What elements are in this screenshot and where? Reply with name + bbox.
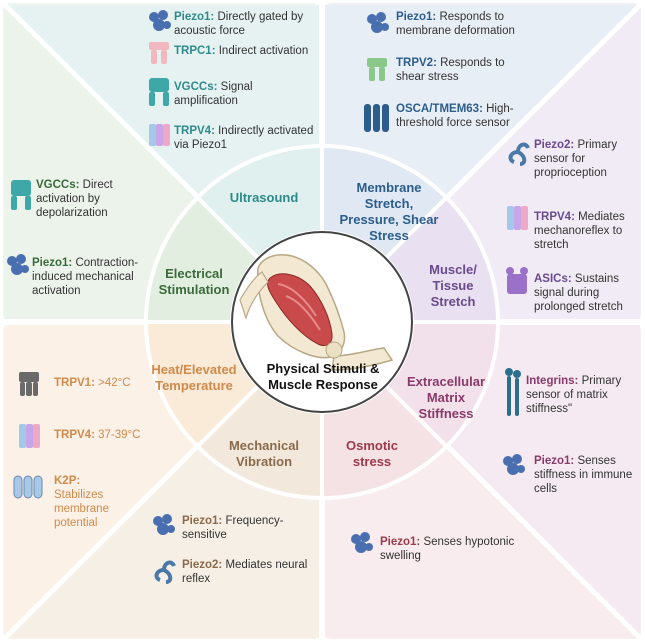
entry-membrane-osca: OSCA/TMEM63: High-threshold force sensor <box>396 103 514 129</box>
entry-electrical-piezo1: Piezo1: Contraction-induced mechanical a… <box>32 257 139 297</box>
trpv1-icon <box>19 372 39 396</box>
vgcc-icon <box>11 180 31 210</box>
entry-ecm-piezo1: Piezo1: Senses stiffness in immune cells <box>534 455 633 495</box>
entry-ultrasound-trpv4: TRPV4: Indirectly activated via Piezo1 <box>174 125 314 151</box>
entry-muscle-trpv4: TRPV4: Mediates mechanoreflex to stretch <box>534 211 625 251</box>
sector-label-ultrasound: Ultrasound <box>229 190 299 205</box>
sector-label-heat: Heat/Elevated Temperature <box>151 362 237 393</box>
center-title: Physical Stimuli & Muscle Response <box>266 361 380 392</box>
entry-membrane-trpv2: TRPV2: Responds to shear stress <box>396 57 505 83</box>
piezo1-icon <box>367 12 389 33</box>
entry-electrical-vgccs: VGCCs: Direct activation by depolarizati… <box>36 179 113 219</box>
entry-mechanical-piezo1: Piezo1: Frequency-sensitive <box>182 515 284 541</box>
stimulus-ring <box>143 143 501 501</box>
entry-heat-trpv1: TRPV1: >42°C <box>54 377 131 389</box>
piezo1-icon <box>153 514 175 535</box>
entry-membrane-piezo1: Piezo1: Responds to membrane deformation <box>396 11 515 37</box>
sector-label-muscle: Muscle/ Tissue Stretch <box>429 262 477 309</box>
entry-ultrasound-trpc1: TRPC1: Indirect activation <box>174 45 309 57</box>
asic-icon <box>506 267 528 294</box>
piezo1-icon <box>149 10 171 31</box>
entry-ultrasound-piezo1: Piezo1: Directly gated by acoustic force <box>174 11 304 37</box>
entry-muscle-asics: ASICs: Sustains signal during prolonged … <box>534 273 623 313</box>
trpv4-icon <box>19 424 40 448</box>
sector-label-mechanical: Mechanical Vibration <box>228 438 300 469</box>
entry-mechanical-piezo2: Piezo2: Mediates neural reflex <box>182 559 308 585</box>
trpv4-icon <box>507 206 528 230</box>
vgcc-icon <box>149 78 169 106</box>
piezo1-icon <box>7 254 29 275</box>
entry-heat-trpv4: TRPV4: 37-39°C <box>54 429 141 441</box>
piezo2-icon <box>508 142 530 166</box>
piezo2-icon <box>154 560 176 584</box>
sector-label-electrical: Electrical Stimulation <box>158 266 230 297</box>
entry-ultrasound-vgccs: VGCCs: Signal amplification <box>174 81 253 107</box>
arm-muscle-illustration <box>239 254 394 371</box>
entry-heat-k2p: K2P: Stabilizes membrane potential <box>54 475 109 529</box>
piezo1-icon <box>351 532 373 553</box>
sector-label-membrane: Membrane Stretch, Pressure, Shear Stress <box>339 180 439 243</box>
piezo1-icon <box>503 454 525 475</box>
trpv4-icon <box>149 124 170 146</box>
sector-label-ecm: Extracellular Matrix Stiffness <box>406 374 486 421</box>
entry-muscle-piezo2: Piezo2: Primary sensor for proprioceptio… <box>534 139 618 179</box>
trpc1-icon <box>149 42 169 64</box>
osca-icon <box>364 104 389 132</box>
entry-osmotic-piezo1: Piezo1: Senses hypotonic swelling <box>380 536 515 562</box>
sector-label-osmotic: Osmotic stress <box>345 438 398 469</box>
trpv2-icon <box>367 58 387 81</box>
entry-ecm-integrins: Integrins: Primary sensor of matrix stif… <box>526 375 622 415</box>
integrin-icon <box>505 368 521 416</box>
k2p-icon <box>13 475 43 499</box>
